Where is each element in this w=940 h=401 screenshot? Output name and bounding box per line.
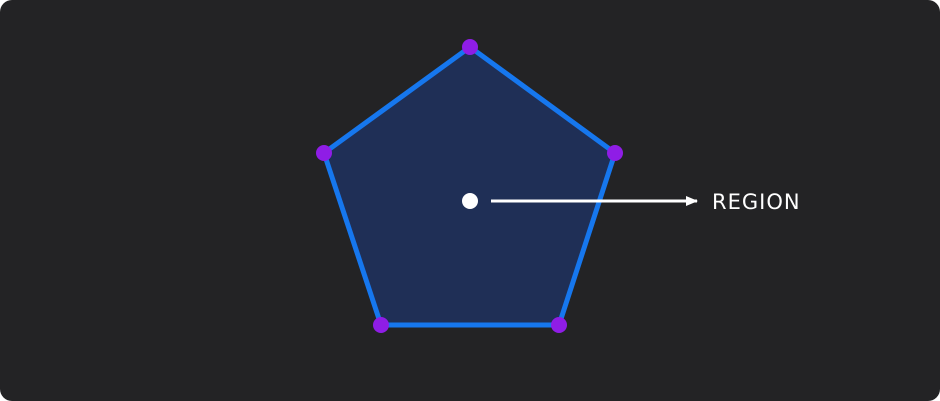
region-label: REGION bbox=[712, 190, 801, 214]
vertex-left bbox=[316, 145, 332, 161]
vertex-bottom-left bbox=[373, 317, 389, 333]
region-polygon bbox=[321, 44, 618, 328]
vertex-right bbox=[607, 145, 623, 161]
vertex-top bbox=[462, 39, 478, 55]
centroid-point bbox=[462, 193, 478, 209]
vertex-bottom-right bbox=[551, 317, 567, 333]
